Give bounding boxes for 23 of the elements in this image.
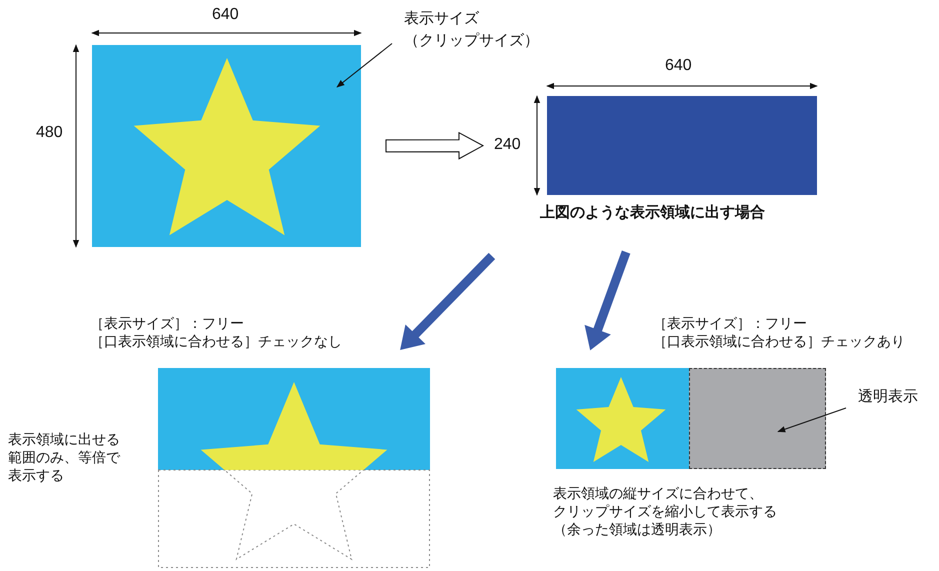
transparent-area <box>689 368 826 469</box>
dimension-label: 240 <box>494 136 521 154</box>
fitted-image-drawing <box>556 368 689 469</box>
caption-text: 表示領域に出せる範囲のみ、等倍で表示する <box>8 430 122 484</box>
caption-text: 表示領域の縦サイズに合わせて、クリップサイズを縮小して表示する（余った領域は透明表示） <box>553 484 778 538</box>
leader-line <box>777 408 846 432</box>
block-arrow <box>385 132 484 160</box>
clip-image-drawing <box>92 45 361 247</box>
caption-text: ［口表示領域に合わせる］チェックなし <box>90 332 343 350</box>
caption-text: 上図のような表示領域に出す場合 <box>540 204 766 222</box>
callout-text: 透明表示 <box>858 387 919 407</box>
callout-text: 表示サイズ（クリップサイズ） <box>404 9 540 51</box>
caption-text: ［口表示領域に合わせる］チェックあり <box>653 332 906 350</box>
caption-text: ［表示サイズ］：フリー <box>653 314 808 332</box>
dimension-label: 640 <box>665 57 692 75</box>
caption-text: ［表示サイズ］：フリー <box>90 314 245 332</box>
display-area-box <box>547 96 817 195</box>
leader-line <box>336 43 392 88</box>
block-arrow <box>400 252 496 350</box>
block-arrow <box>584 250 630 350</box>
cropped-image-drawing <box>158 368 430 568</box>
dimension-label: 640 <box>212 6 239 24</box>
dimension-label: 480 <box>36 124 63 142</box>
